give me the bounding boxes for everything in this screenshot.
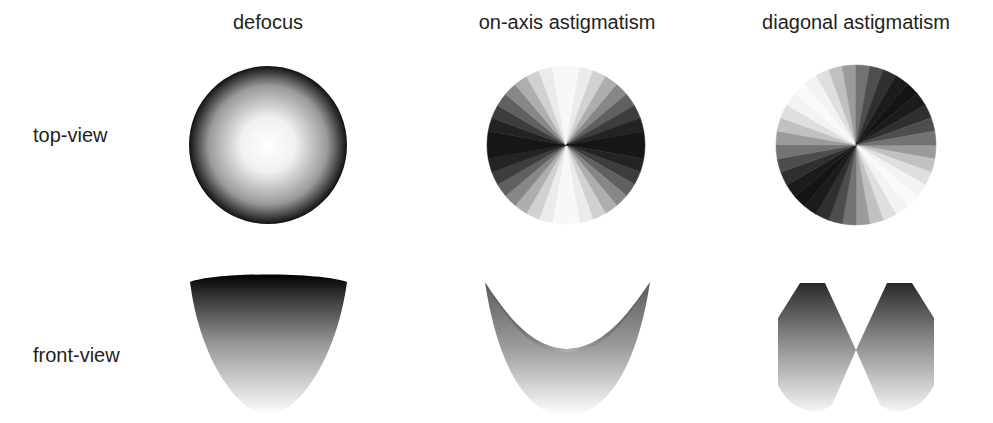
diagonal-front-right	[856, 283, 934, 411]
sector	[856, 131, 936, 145]
diagonal-front-left	[778, 283, 856, 411]
sector	[566, 145, 580, 224]
sector	[856, 145, 870, 225]
defocus-front	[190, 275, 347, 416]
row-heading: top-view	[33, 123, 107, 147]
onaxis-top	[487, 66, 645, 224]
onaxis-front-edge	[485, 282, 650, 352]
sector	[566, 131, 645, 145]
sector	[776, 145, 856, 159]
column-heading: on-axis astigmatism	[479, 10, 656, 34]
sector	[552, 66, 566, 145]
defocus-top	[189, 66, 347, 224]
sector	[842, 65, 856, 145]
sector	[487, 145, 566, 159]
row-heading: front-view	[33, 343, 120, 367]
column-heading: defocus	[233, 10, 303, 34]
diagonal-top	[776, 65, 936, 225]
onaxis-front	[485, 282, 650, 416]
column-heading: diagonal astigmatism	[762, 10, 950, 34]
